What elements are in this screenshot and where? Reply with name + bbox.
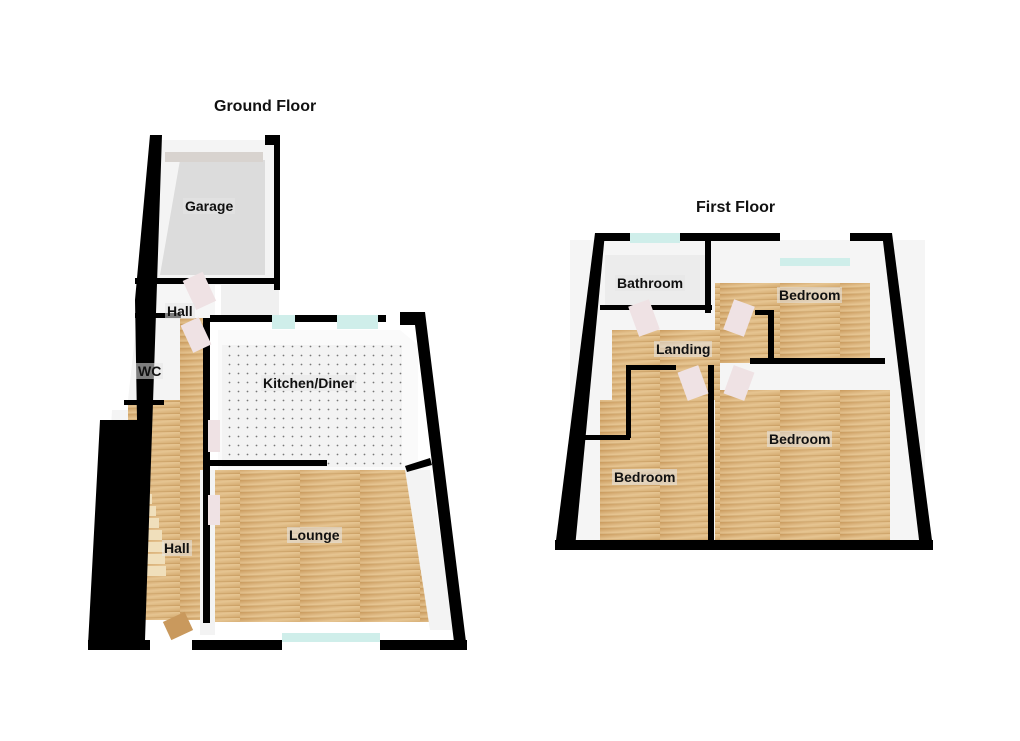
door	[182, 271, 217, 311]
room-label-wc: WC	[136, 363, 164, 379]
window	[272, 315, 295, 329]
first-floor-plan	[555, 233, 933, 550]
room-label-bedroom-2: Bedroom	[767, 431, 833, 447]
room-label-bathroom: Bathroom	[615, 275, 686, 291]
door	[723, 299, 755, 337]
room-label-hall-lower: Hall	[162, 540, 192, 556]
room-label-hall-upper: Hall	[165, 303, 195, 319]
door	[677, 365, 709, 401]
room-label-bedroom-1: Bedroom	[777, 287, 843, 303]
door	[180, 317, 212, 353]
ground-floor-title: Ground Floor	[214, 98, 317, 115]
room-label-landing: Landing	[654, 341, 713, 357]
door	[723, 365, 755, 401]
room-label-bedroom-3: Bedroom	[612, 469, 678, 485]
room-label-kitchen-diner: Kitchen/Diner	[261, 375, 357, 391]
window	[630, 233, 680, 243]
window	[780, 258, 850, 266]
window	[282, 633, 380, 642]
door	[208, 420, 220, 452]
room-label-lounge: Lounge	[287, 527, 342, 543]
room-label-garage: Garage	[183, 198, 236, 214]
window	[337, 315, 378, 329]
first-floor-title: First Floor	[696, 199, 776, 216]
door	[208, 495, 220, 525]
ground-floor-plan	[88, 135, 467, 650]
front-door	[162, 611, 194, 641]
door	[628, 299, 660, 337]
